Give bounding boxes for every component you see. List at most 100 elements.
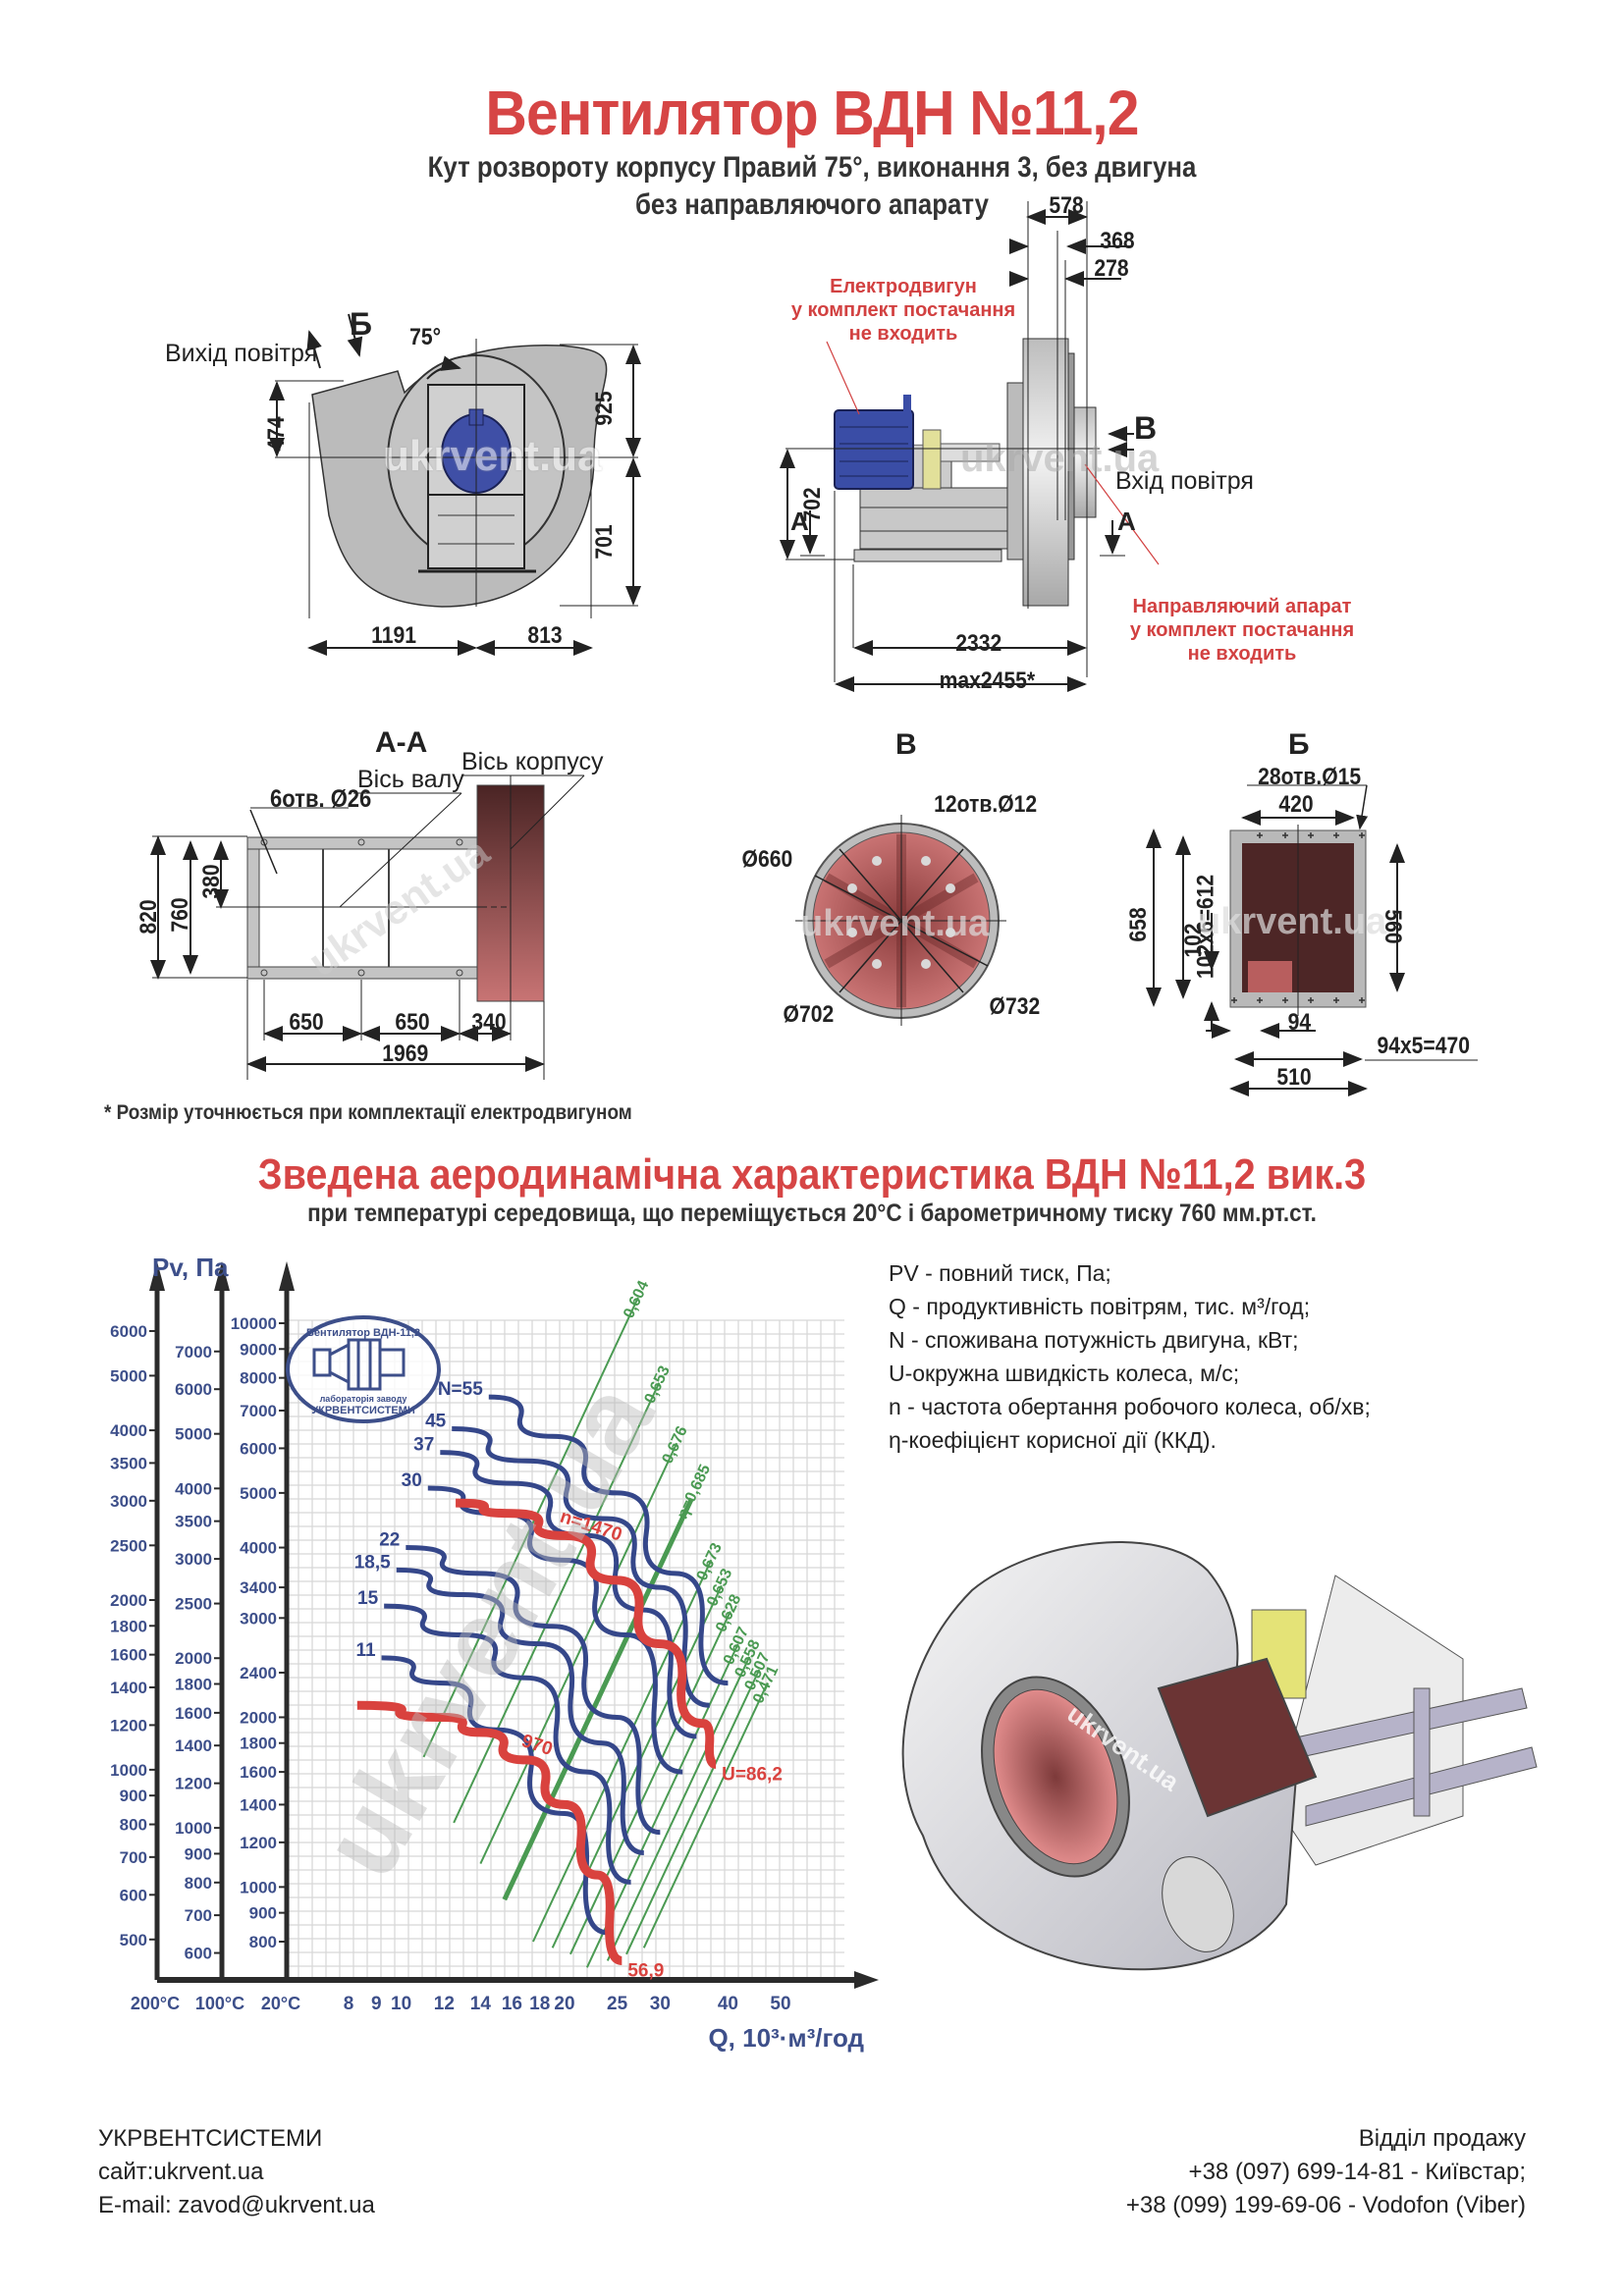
power-curve-label: 22 <box>379 1530 400 1551</box>
view-b-drawing <box>1146 784 1478 1096</box>
efficiency-label: 0,653 <box>642 1363 674 1407</box>
dim-658: 658 <box>1125 907 1153 942</box>
y-tick-label: 3500 <box>110 1454 147 1472</box>
x-tick-label: 12 <box>434 1994 455 2014</box>
section-aa-title: А-А <box>375 726 428 759</box>
outlet-label: Вихід повітря <box>165 340 318 367</box>
stamp-bottom-1: лабораторія заводу <box>320 1394 407 1404</box>
legend-item-n: N - споживана потужність двигуна, кВт; <box>889 1327 1299 1353</box>
y-axis-arrow <box>279 1261 295 1291</box>
y-tick-label: 3000 <box>175 1550 212 1569</box>
x-tick-label: 18 <box>529 1994 550 2014</box>
side-view-drawing <box>780 201 1160 692</box>
power-curve-label: N=55 <box>438 1379 483 1400</box>
mark-a-left: А <box>790 507 809 536</box>
dim-510: 510 <box>1276 1064 1312 1091</box>
y-tick-label: 7000 <box>175 1343 212 1362</box>
y-tick-label: 700 <box>185 1906 212 1925</box>
y-tick-label: 1600 <box>240 1763 277 1782</box>
legend-item-eta: η-коефіцієнт корисної дії (ККД). <box>889 1427 1217 1453</box>
mark-v: В <box>1134 410 1158 446</box>
angle-label: 75° <box>409 324 442 350</box>
y-tick-label: 800 <box>249 1933 277 1951</box>
footer-phone-1[interactable]: +38 (097) 699-14-81 - Київстар; <box>1188 2159 1526 2185</box>
chart-title: Зведена аеродинамічна характеристика ВДН… <box>257 1150 1367 1199</box>
temperature-axis-label: 100°C <box>195 1994 244 2013</box>
y-axis-arrow <box>214 1261 230 1291</box>
x-tick-label: 20 <box>554 1994 574 2014</box>
power-curve <box>381 1655 609 1936</box>
y-tick-label: 7000 <box>240 1402 277 1420</box>
footer-phone-2[interactable]: +38 (099) 199-69-06 - Vodofon (Viber) <box>1125 2192 1526 2218</box>
power-curve <box>488 1394 729 1686</box>
shaft-axis-label: Вісь валу <box>357 766 464 793</box>
y-tick-label: 1000 <box>240 1878 277 1896</box>
dim-94x5: 94x5=470 <box>1377 1033 1471 1059</box>
y-tick-label: 4000 <box>240 1539 277 1558</box>
aerodynamic-chart: 6000500040003500300025002000180016001400… <box>110 1253 879 2053</box>
side-view-watermark: ukrvent.ua <box>960 437 1160 480</box>
y-axis-title: Pv, Па <box>152 1253 229 1282</box>
view-b-title: Б <box>1288 728 1310 761</box>
dim-578: 578 <box>1049 192 1084 219</box>
dim-650-b: 650 <box>395 1009 430 1036</box>
y-tick-label: 6000 <box>175 1380 212 1399</box>
outlet-duct <box>1157 1657 1318 1818</box>
efficiency-line <box>642 1682 769 1949</box>
y-tick-label: 6000 <box>240 1439 277 1458</box>
x-tick-label: 9 <box>371 1994 382 2014</box>
chart-legend: PV - повний тиск, Па; Q - продуктивність… <box>889 1256 1371 1457</box>
speed-curve-end-label: U=86,2 <box>722 1764 783 1785</box>
speed-curves <box>356 1498 717 1965</box>
view-b-watermark: ukrvent.ua <box>1198 901 1387 942</box>
y-tick-label: 1200 <box>240 1834 277 1852</box>
dim-2332: 2332 <box>955 630 1002 657</box>
x-tick-label: 10 <box>391 1994 411 2014</box>
efficiency-line <box>606 1656 751 1961</box>
y-tick-label: 2500 <box>110 1536 147 1555</box>
x-tick-label: 8 <box>344 1994 354 2014</box>
footer-email-link[interactable]: E-mail: zavod@ukrvent.ua <box>98 2192 375 2218</box>
x-tick-label: 30 <box>650 1994 671 2014</box>
y-tick-label: 2000 <box>110 1591 147 1610</box>
d702-label: Ø702 <box>783 1001 835 1028</box>
front-view-watermark: ukrvent.ua <box>383 432 602 480</box>
y-tick-label: 4000 <box>110 1421 147 1440</box>
efficiency-line <box>625 1669 761 1955</box>
temperature-axis-label: 200°C <box>131 1994 180 2013</box>
y-tick-label: 1800 <box>240 1735 277 1753</box>
power-curve-label: 37 <box>413 1435 434 1456</box>
y-tick-label: 500 <box>120 1931 147 1949</box>
y-tick-label: 900 <box>120 1787 147 1805</box>
speed-curve <box>356 1700 623 1965</box>
power-curve-label: 30 <box>402 1470 422 1491</box>
x-tick-label: 40 <box>718 1994 738 2014</box>
y-tick-label: 5000 <box>175 1425 212 1444</box>
power-curve-label: 15 <box>357 1588 379 1609</box>
footer-sales-block: Відділ продажу +38 (097) 699-14-81 - Киї… <box>1126 2122 1526 2222</box>
power-curve <box>440 1450 697 1739</box>
y-tick-label: 600 <box>120 1886 147 1904</box>
y-tick-label: 5000 <box>110 1366 147 1385</box>
chart-subtitle: при температурі середовища, що переміщує… <box>307 1200 1317 1227</box>
power-curve-label: 18,5 <box>354 1552 391 1573</box>
x-tick-label: 25 <box>607 1994 628 2014</box>
section-aa-drawing <box>150 774 585 1080</box>
casing-axis-label: Вісь корпусу <box>461 748 604 775</box>
y-tick-label: 3000 <box>240 1609 277 1628</box>
y-tick-label: 6000 <box>110 1322 147 1341</box>
view-v-title: В <box>895 728 917 761</box>
footer-site-link[interactable]: сайт:ukrvent.ua <box>98 2159 264 2185</box>
front-view-drawing <box>269 313 641 656</box>
power-curve <box>384 1603 631 1885</box>
footer-sales: Відділ продажу <box>1358 2125 1526 2152</box>
y-tick-label: 2400 <box>240 1664 277 1682</box>
y-tick-label: 3400 <box>240 1578 277 1597</box>
legend-item-u: U-окружна швидкість колеса, м/с; <box>889 1361 1240 1386</box>
y-tick-label: 8000 <box>240 1369 277 1388</box>
y-tick-label: 900 <box>185 1844 212 1863</box>
y-tick-label: 3000 <box>110 1492 147 1511</box>
efficiency-line <box>502 1497 694 1901</box>
y-tick-label: 700 <box>120 1848 147 1867</box>
